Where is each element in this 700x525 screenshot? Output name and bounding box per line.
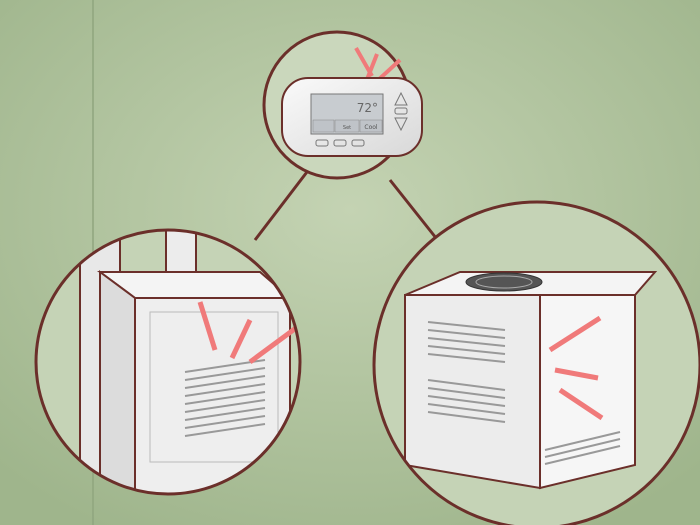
- temperature-readout: 72°: [357, 101, 378, 115]
- ac-unit-circle: [372, 200, 700, 525]
- up-down-arrows-icon: [394, 91, 408, 132]
- connector-line-right: [388, 179, 442, 244]
- mode-label: Cool: [364, 124, 378, 131]
- connector-line-left: [253, 167, 312, 241]
- ac-side-left: [404, 294, 541, 490]
- furnace-front: [134, 297, 291, 494]
- thermostat-circle: 72° Set Cool: [262, 30, 423, 180]
- furnace-circle: [34, 228, 302, 496]
- set-label: Set: [343, 125, 351, 131]
